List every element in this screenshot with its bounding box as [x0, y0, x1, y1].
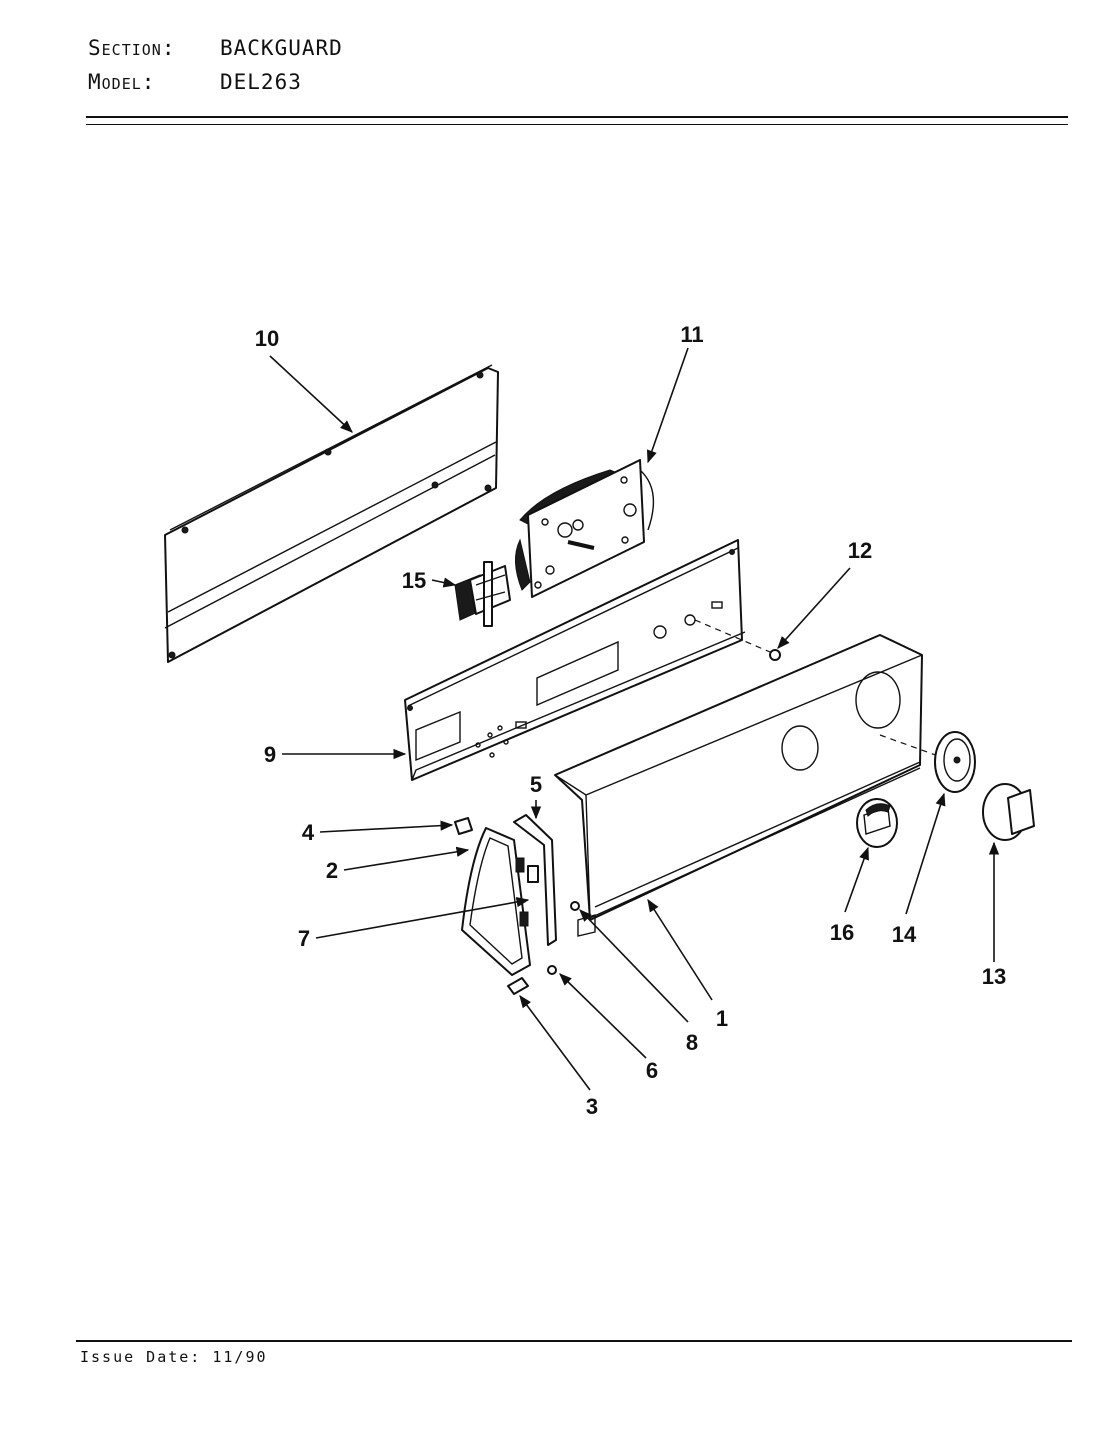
- part-15-switch: [454, 561, 511, 627]
- section-value: BACKGUARD: [220, 36, 343, 60]
- leader-3: [519, 994, 591, 1091]
- part-16-knob: [856, 798, 898, 848]
- leader-15: [431, 577, 457, 588]
- part-13-knob: [982, 783, 1035, 841]
- part-9-control-panel: [404, 539, 746, 781]
- part-10-rear-panel: [164, 364, 499, 663]
- leader-2: [343, 846, 470, 871]
- part-4-clip: [454, 817, 473, 835]
- header-rule-bottom: [86, 124, 1068, 125]
- callout-5: 5: [530, 772, 542, 797]
- section-label: Section:: [88, 36, 176, 60]
- leader-1: [647, 898, 713, 1001]
- model-label: Model:: [88, 70, 156, 94]
- callout-10: 10: [255, 326, 279, 351]
- callout-2: 2: [326, 858, 338, 883]
- callout-9: 9: [264, 742, 276, 767]
- footer-rule: [76, 1340, 1072, 1342]
- leader-10: [269, 355, 353, 433]
- issue-date: Issue Date: 11/90: [80, 1348, 268, 1366]
- leader-4: [319, 820, 454, 833]
- part-12-screw: [694, 619, 781, 661]
- callout-16: 16: [830, 920, 854, 945]
- callout-4: 4: [302, 820, 315, 845]
- callout-13: 13: [982, 964, 1006, 989]
- leader-lines: [269, 347, 1000, 1091]
- part-14-bezel: [934, 731, 976, 793]
- leader-8: [579, 909, 689, 1023]
- leader-6: [559, 973, 647, 1059]
- callout-15: 15: [402, 568, 426, 593]
- callout-1: 1: [716, 1006, 728, 1031]
- callout-12: 12: [848, 538, 872, 563]
- leader-16: [844, 846, 869, 913]
- leader-12: [777, 567, 851, 649]
- callout-7: 7: [298, 926, 310, 951]
- part-6-screw: [547, 965, 557, 975]
- callout-6: 6: [646, 1058, 658, 1083]
- callout-11: 11: [680, 322, 703, 347]
- callout-8: 8: [686, 1030, 698, 1055]
- leader-14: [905, 792, 946, 915]
- part-1-console: [554, 634, 956, 937]
- section-line: Section: BACKGUARD: [88, 36, 343, 60]
- model-line: Model: DEL263: [88, 70, 302, 94]
- part-8-screw: [570, 901, 580, 911]
- callout-3: 3: [586, 1094, 598, 1119]
- callout-14: 14: [892, 922, 917, 947]
- leader-11: [646, 347, 689, 464]
- part-5-trim: [513, 814, 557, 946]
- part-7-bracket: [527, 865, 539, 883]
- part-11-timer: [515, 459, 655, 598]
- part-2-end-cap: [461, 827, 531, 976]
- model-value: DEL263: [220, 70, 302, 94]
- header-rule-top: [86, 116, 1068, 118]
- part-3-clip: [507, 977, 529, 995]
- leader-7: [315, 896, 530, 939]
- callout-labels: 10 11 15 12 9 5 4 2 7 8 1 6 3 16 14 13: [255, 322, 1006, 1119]
